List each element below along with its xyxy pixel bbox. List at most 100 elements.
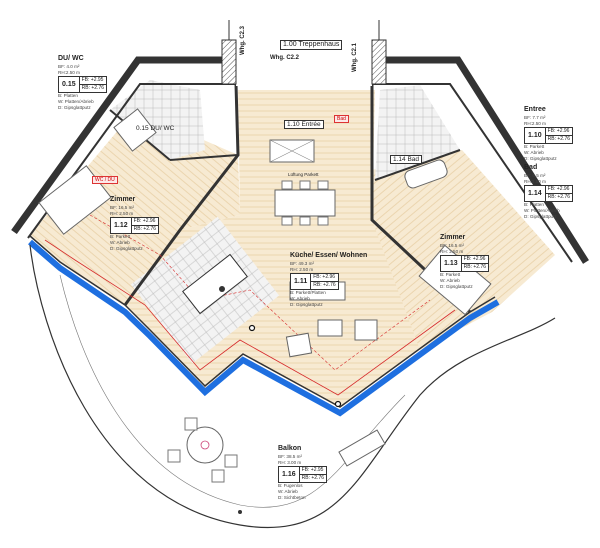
room-balkon-title: Balkon: [278, 445, 302, 452]
room-entree-title: Entree: [524, 106, 546, 113]
room-balkon-rh: RH: 3.00 m: [278, 460, 302, 465]
red-tag-bad: Bad: [334, 115, 349, 123]
shaft-label-c23: Whg. C2.3: [240, 25, 246, 55]
room-zimmer-left-number: 1.12: [111, 218, 132, 233]
room-entree-finish-b: B: Parkett: [524, 144, 545, 149]
floor-zimmer-right: [372, 150, 555, 350]
room-du-wc-fb: FB: +2.95: [79, 77, 107, 85]
room-zimmer-right-finish-d: D: Gipsglattputz: [440, 284, 473, 289]
marker-balcony: [238, 510, 242, 514]
room-entree-finish-d: D: Gipsglattputz: [524, 156, 557, 161]
room-du-wc-rh: RH:2.50 m: [58, 70, 80, 75]
room-balkon-finish-b: B: Fugenlos: [278, 483, 303, 488]
room-bad-finish-b: B: Platten: [524, 202, 544, 207]
wall-zimmer-left-divider: [169, 154, 239, 161]
room-zimmer-right-title: Zimmer: [440, 234, 466, 241]
room-balkon-bf: BF: 38.5 m²: [278, 454, 302, 459]
balcony-chair-1: [167, 449, 181, 463]
room-zimmer-right-rb: RB: +2.76: [463, 264, 487, 270]
room-kueche-number: 1.11: [291, 274, 312, 289]
room-du-wc-finish-b: B: Platten: [58, 93, 78, 98]
window-band-blue: [28, 239, 500, 417]
room-bad-number: 1.14: [525, 186, 546, 201]
room-du-wc-finish-d: D: Gipsglattputz: [58, 105, 91, 110]
bathtub: [404, 159, 448, 189]
room-kueche-finish-b: B: Parkett/Platten: [290, 290, 326, 295]
wardrobe-x2: [269, 139, 315, 163]
kitchen-island: [182, 253, 248, 315]
label-du-wc: 0.15 DU/ WC: [136, 125, 175, 132]
room-zimmer-left-fb: FB: +2.96: [131, 218, 159, 226]
room-balkon-fb: FB: +2.95: [299, 467, 327, 475]
chair-5: [299, 216, 311, 226]
room-bad-rh: RH:2.50 m: [524, 179, 546, 184]
chair-1: [281, 180, 293, 190]
marker-kitchen: [248, 324, 256, 332]
room-du-wc-title: DU/ WC: [58, 55, 84, 62]
room-balkon-finish-d: D: Sichtbeton: [278, 495, 306, 500]
room-zimmer-right-number: 1.13: [441, 256, 462, 271]
floor-du-wc: [110, 80, 205, 160]
room-bad-rb: RB: +2.76: [547, 194, 571, 200]
room-kueche-fb: FB: +2.96: [311, 274, 338, 282]
room-bad-fb: FB: +2.96: [545, 186, 573, 194]
shaft-right: [371, 39, 387, 85]
armchair-2: [354, 319, 378, 341]
room-kueche-bf: BF: 49.3 m²: [290, 261, 314, 266]
room-zimmer-right-bf: BF: 16.5 m²: [440, 243, 464, 248]
room-bad-finish-w: W: Platten/Abrieb: [524, 208, 560, 213]
room-zimmer-left-bf: BF: 16.5 m²: [110, 205, 134, 210]
room-zimmer-right-fb: FB: +2.96: [461, 256, 489, 264]
room-entree-bf: BF: 7.7 m²: [524, 115, 546, 120]
dining-table: [274, 189, 336, 217]
chair-4: [281, 216, 293, 226]
label-entree: 1.10 Entrée: [284, 120, 324, 130]
shower-tray: [113, 108, 157, 152]
room-kueche-rb: RB: +2.76: [313, 282, 336, 288]
room-zimmer-right-rh: RH: 2.50 m: [440, 249, 464, 254]
room-bad-finish-d: D: Gipsglattputz: [524, 214, 557, 219]
room-du-wc-rb: RB: +2.76: [81, 85, 105, 91]
room-entree-rb: RB: +2.76: [547, 136, 571, 142]
room-bad-title: Bad: [524, 164, 538, 171]
armchair-1: [285, 332, 313, 358]
balcony-chair-2: [224, 454, 238, 468]
window-band-inner: [29, 235, 496, 408]
room-kueche-rh: RH: 2.50 m: [290, 267, 314, 272]
room-zimmer-right-finish-b: B: Parkett: [440, 272, 461, 277]
room-entree-finish-w: W: Abrieb: [524, 150, 544, 155]
exterior-wall-left: [11, 56, 222, 235]
label-lueftung: Lüftung Parkett: [288, 172, 319, 177]
cooktop-dot: [219, 286, 225, 292]
coffee-table: [317, 319, 343, 337]
balcony-chair-4: [211, 469, 225, 483]
balcony-lounger: [338, 429, 386, 467]
marker-living: [334, 400, 342, 408]
label-bad: 1.14 Bad: [390, 155, 423, 165]
wall-entree-left: [123, 83, 240, 306]
room-du-wc-finish-w: W: Platten/Abrieb: [58, 99, 94, 104]
shaft-label-c22: Whg. C2.2: [270, 55, 300, 61]
room-zimmer-left-finish-b: B: Parkett: [110, 234, 131, 239]
red-tag-wc-du: WC / DU: [92, 176, 118, 184]
room-balkon-rb: RB: +2.76: [301, 475, 325, 481]
room-balkon-finish-w: W: Abrieb: [278, 489, 298, 494]
chair-6: [317, 216, 329, 226]
room-bad-bf: BF: 6.5 m²: [524, 173, 546, 178]
dimension-red: [44, 239, 456, 396]
room-zimmer-right-finish-w: W: Abrieb: [440, 278, 460, 283]
room-kueche-finish-d: D: Gipsglattputz: [290, 302, 323, 307]
chair-2: [299, 180, 311, 190]
room-entree-fb: FB: +2.96: [545, 128, 573, 136]
room-du-wc-number: 0.15: [59, 77, 80, 92]
room-du-wc-bf: BF: 4.0 m²: [58, 64, 80, 69]
room-zimmer-left-title: Zimmer: [110, 196, 136, 203]
balcony-table: [186, 426, 224, 464]
room-kueche-finish-w: W: Abrieb: [290, 296, 310, 301]
